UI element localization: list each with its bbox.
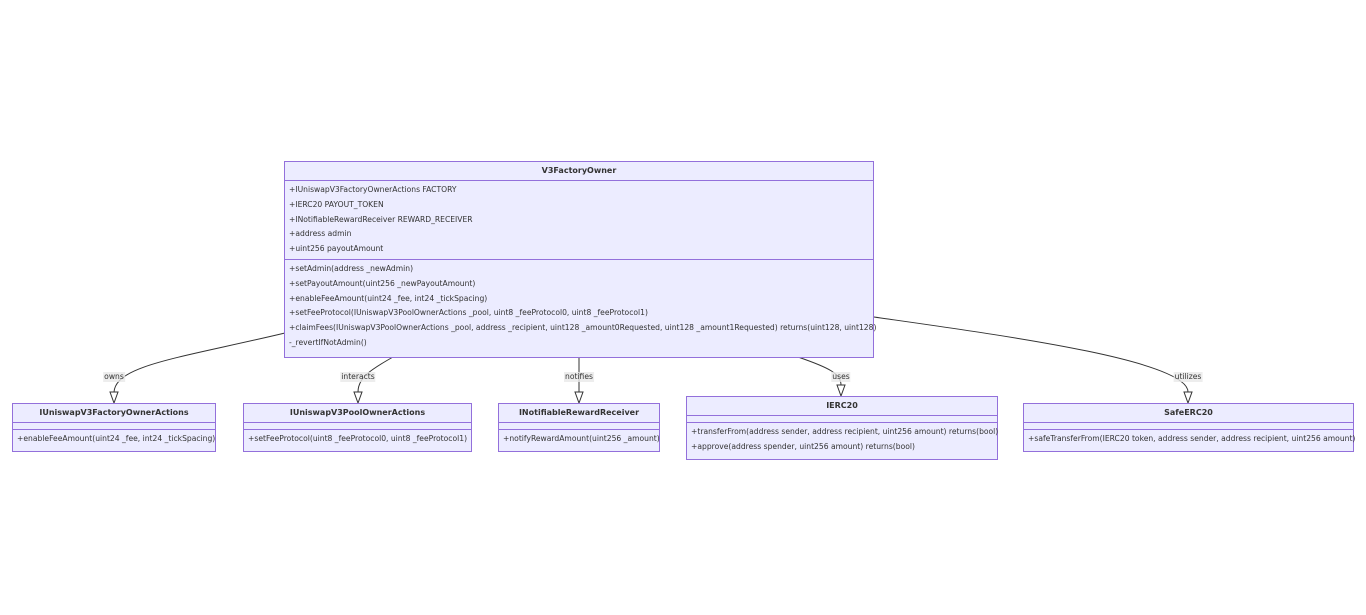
class-attribute: +uint256 payoutAmount — [289, 244, 384, 254]
class-method: +enableFeeAmount(uint24 _fee, int24 _tic… — [289, 293, 488, 303]
class-inotifiablerewardreceiver[interactable]: INotifiableRewardReceiver +notifyRewardA… — [498, 403, 660, 452]
relation-utilizes-line — [873, 316, 1189, 393]
class-attributes: +IUniswapV3FactoryOwnerActions FACTORY +… — [285, 181, 873, 260]
class-title: SafeERC20 — [1024, 404, 1353, 423]
relation-uses-line — [797, 356, 842, 386]
class-title: INotifiableRewardReceiver — [499, 404, 659, 423]
class-method: +enableFeeAmount(uint24 _fee, int24 _tic… — [17, 434, 216, 443]
class-title: IUniswapV3PoolOwnerActions — [244, 404, 471, 423]
class-title: IERC20 — [687, 397, 997, 416]
relation-interacts-arrowhead — [353, 391, 363, 405]
class-method: +approve(address spender, uint256 amount… — [691, 441, 915, 451]
relation-utilizes-arrowhead — [1183, 391, 1193, 405]
class-method: +safeTransferFrom(IERC20 token, address … — [1028, 434, 1356, 443]
class-attribute: +address admin — [289, 229, 352, 239]
class-attributes — [499, 423, 659, 430]
class-methods: +setAdmin(address _newAdmin) +setPayoutA… — [285, 260, 877, 353]
class-method: +claimFees(IUniswapV3PoolOwnerActions _p… — [289, 323, 877, 333]
relation-notifies-arrowhead — [574, 391, 584, 405]
class-methods: +safeTransferFrom(IERC20 token, address … — [1024, 430, 1356, 449]
class-method: +setFeeProtocol(IUniswapV3PoolOwnerActio… — [289, 308, 648, 318]
relation-uses-label: uses — [831, 372, 851, 382]
class-methods: +transferFrom(address sender, address re… — [687, 423, 999, 457]
class-method: +transferFrom(address sender, address re… — [691, 427, 999, 436]
class-attributes — [1024, 423, 1353, 430]
relation-interacts-label: interacts — [340, 372, 376, 382]
class-iuniswapv3poolowneractions[interactable]: IUniswapV3PoolOwnerActions +setFeeProtoc… — [243, 403, 472, 452]
class-safeerc20[interactable]: SafeERC20 +safeTransferFrom(IERC20 token… — [1023, 403, 1356, 452]
class-iuniswapv3factoryowneractions[interactable]: IUniswapV3FactoryOwnerActions +enableFee… — [12, 403, 216, 452]
class-methods: +setFeeProtocol(uint8 _feeProtocol0, uin… — [244, 430, 471, 449]
class-attribute: +INotifiableRewardReceiver REWARD_RECEIV… — [289, 214, 473, 224]
class-methods: +notifyRewardAmount(uint256 _amount) — [499, 430, 660, 449]
class-ierc20[interactable]: IERC20 +transferFrom(address sender, add… — [686, 396, 998, 460]
relation-owns-arrowhead — [109, 391, 119, 405]
class-method: +setPayoutAmount(uint256 _newPayoutAmoun… — [289, 278, 476, 288]
class-title: V3FactoryOwner — [285, 162, 873, 181]
class-method: +setAdmin(address _newAdmin) — [289, 263, 414, 273]
class-methods: +enableFeeAmount(uint24 _fee, int24 _tic… — [13, 430, 215, 449]
class-attributes — [244, 423, 471, 430]
relation-utilizes-label: utilizes — [1173, 372, 1203, 382]
class-attribute: +IUniswapV3FactoryOwnerActions FACTORY — [289, 185, 457, 194]
class-v3factoryowner[interactable]: V3FactoryOwner +IUniswapV3FactoryOwnerAc… — [284, 161, 877, 358]
class-method: +setFeeProtocol(uint8 _feeProtocol0, uin… — [248, 434, 468, 443]
relation-owns-line — [113, 332, 286, 393]
relation-owns-label: owns — [103, 372, 125, 382]
class-attribute: +IERC20 PAYOUT_TOKEN — [289, 199, 384, 209]
class-attributes — [13, 423, 215, 430]
class-title: IUniswapV3FactoryOwnerActions — [13, 404, 215, 423]
relation-notifies-label: notifies — [564, 372, 594, 382]
class-method: -_revertIfNotAdmin() — [289, 337, 367, 347]
class-method: +notifyRewardAmount(uint256 _amount) — [503, 434, 660, 443]
class-attributes — [687, 416, 997, 423]
relation-uses-arrowhead — [836, 384, 846, 398]
